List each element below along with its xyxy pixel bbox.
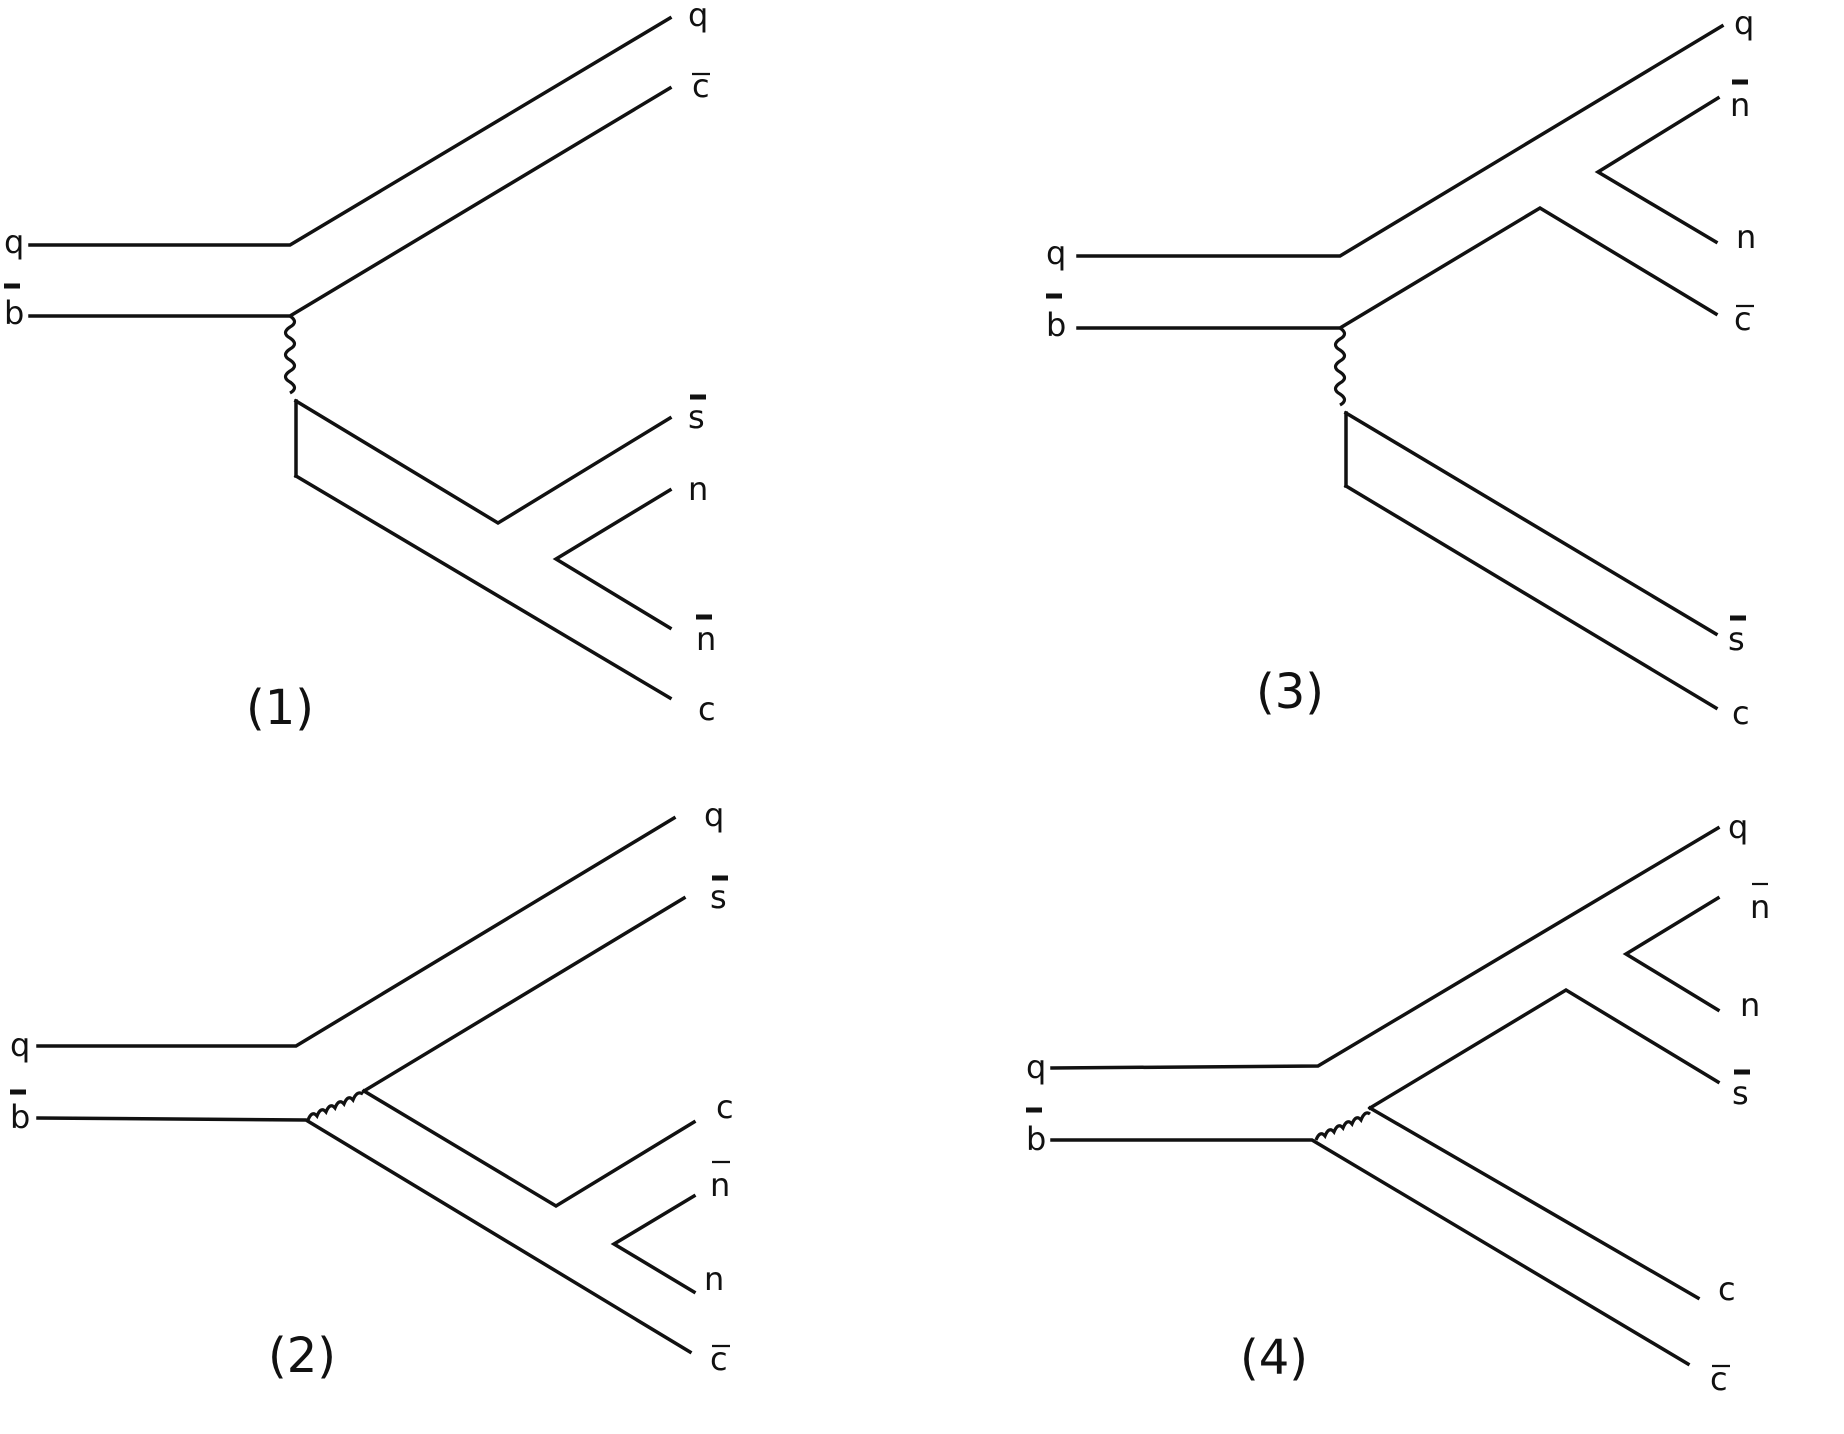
d2-w-boson [306,1091,364,1121]
d4-pair-creation [1622,895,1721,1013]
d3-label-in-q: q [1046,234,1066,272]
d2-quark-line-b [36,1116,693,1355]
d2-label-out3: c [716,1088,734,1126]
d4-label-out1: q [1728,808,1748,846]
diagram-4: q b q n n s c c (4) [1026,808,1770,1398]
d3-quark-line-q [1076,23,1725,258]
d3-w-boson [1333,326,1347,407]
d1-decay-lower [293,473,673,701]
d2-quark-line-q [36,815,677,1048]
d4-label-in-q: q [1026,1048,1046,1086]
d4-quark-line-b [1050,1138,1691,1367]
d1-label-out3: s [688,398,705,436]
d1-label-out4: n [688,470,708,508]
d1-label-out1: q [688,0,708,34]
diagram-3: q b q n n c s c (3) [1046,4,1756,732]
d1-quark-line-q [28,15,673,247]
d2-label-out1: q [704,796,724,834]
d2-label-in-q: q [10,1026,30,1064]
d3-decay-upper [1343,410,1719,637]
d3-label-out6: c [1732,694,1750,732]
d1-pair-creation [552,487,673,631]
diagram-2: q b q s c n n c (2) [10,796,734,1384]
d2-decay-branch [361,1088,697,1209]
d1-label-out6: c [698,690,716,728]
d4-w-boson [1314,1111,1371,1141]
d4-label-out3: n [1740,986,1760,1024]
d4-label-out5: c [1718,1270,1736,1308]
d3-label-out1: q [1734,4,1754,42]
d3-quark-line-b [1076,205,1719,330]
d3-label-out5: s [1728,620,1745,658]
diagram-1: q b q c s n n c (1) [4,0,716,736]
d4-decay-branch [1367,1105,1701,1301]
d1-decay-upper [293,398,673,526]
d1-label-in-b: b [4,294,24,332]
d3-label-in-b: b [1046,306,1066,344]
d1-quark-line-b [28,85,673,318]
d2-label-in-b: b [10,1098,30,1136]
d2-pair-creation [610,1193,697,1295]
d2-label-out6: c [710,1340,728,1378]
d4-upper-branch [1367,987,1721,1111]
d2-caption: (2) [268,1328,336,1384]
d3-pair-creation [1594,95,1721,245]
d2-label-out4: n [710,1166,730,1204]
d3-decay-lower [1343,483,1719,711]
d3-label-out3: n [1736,218,1756,256]
d4-label-in-b: b [1026,1120,1046,1158]
d4-label-out4: s [1732,1074,1749,1112]
d1-w-boson [283,314,297,395]
d3-label-out2: n [1730,86,1750,124]
d3-caption: (3) [1256,664,1324,720]
d2-label-out2: s [710,878,727,916]
d4-quark-line-q [1050,825,1721,1070]
d2-upper-branch [361,895,687,1094]
d4-caption: (4) [1240,1330,1308,1386]
d1-caption: (1) [246,680,314,736]
d2-label-out5: n [704,1260,724,1298]
d3-label-out4: c [1734,300,1752,338]
d1-label-out2: c [692,67,710,105]
d4-label-out2: n [1750,888,1770,926]
d1-label-in-q: q [4,223,24,261]
d1-label-out5: n [696,620,716,658]
d4-label-out6: c [1710,1360,1728,1398]
